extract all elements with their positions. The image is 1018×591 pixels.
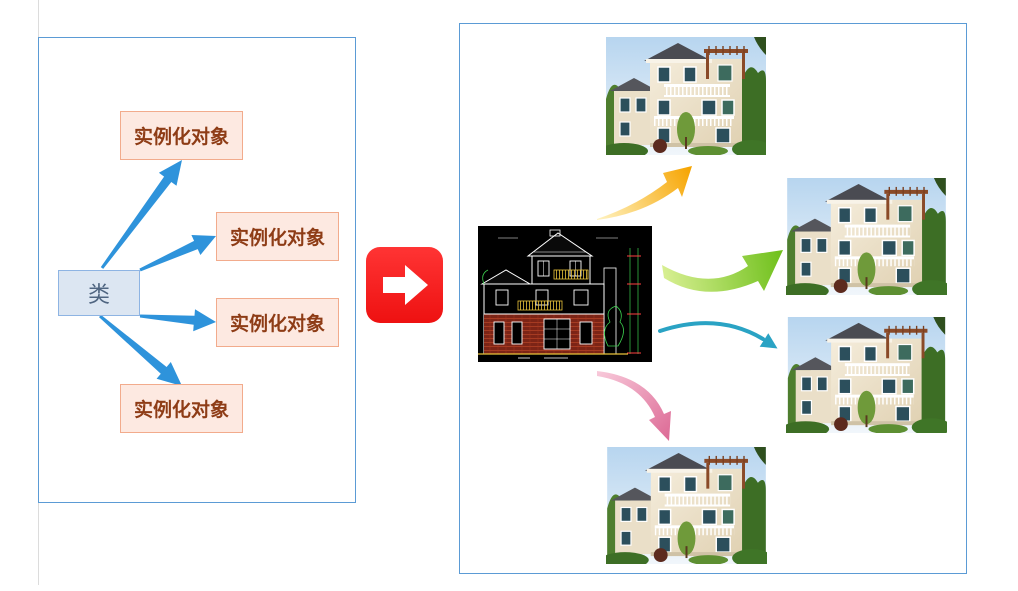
object-box-3: 实例化对象 — [216, 298, 339, 347]
white-arrow-glyph — [383, 265, 428, 305]
class-diagram-panel — [38, 37, 356, 503]
object-label: 实例化对象 — [133, 399, 229, 421]
object-label: 实例化对象 — [229, 313, 325, 335]
object-label: 实例化对象 — [229, 227, 325, 249]
right-arrow-icon — [366, 247, 443, 323]
class-label: 类 — [87, 283, 110, 308]
blueprint-diagram-panel — [459, 23, 967, 574]
object-box-4: 实例化对象 — [120, 384, 243, 433]
object-box-1: 实例化对象 — [120, 111, 243, 160]
object-box-2: 实例化对象 — [216, 212, 339, 261]
object-label: 实例化对象 — [133, 126, 229, 148]
class-box: 类 — [58, 270, 140, 316]
